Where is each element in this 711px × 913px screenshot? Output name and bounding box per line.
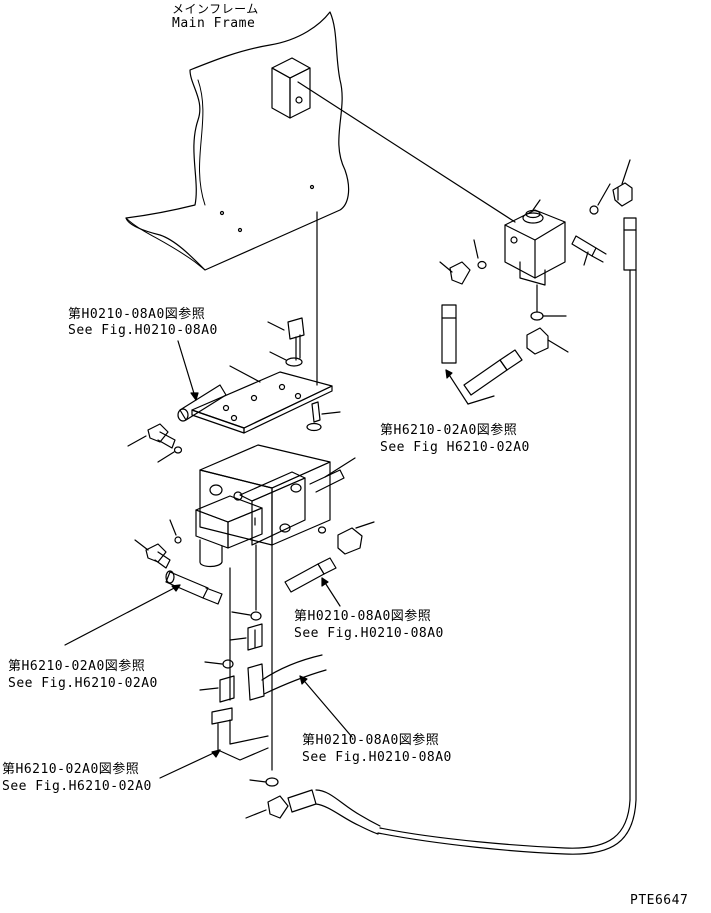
mounting-bracket	[192, 372, 332, 433]
hose-diagonal-center	[464, 350, 522, 395]
label-ref2-en: See Fig H6210-02A0	[380, 440, 530, 455]
o-ring-lower-2	[223, 660, 233, 668]
label-ref5-en: See Fig.H0210-08A0	[302, 750, 452, 765]
o-ring-block-right	[319, 527, 326, 533]
label-ref5-jp: 第H0210-08A0図参照	[302, 733, 440, 748]
elbow-fitting-top-right	[613, 160, 632, 206]
elbow-fitting-bottom	[268, 796, 288, 818]
washer-top	[286, 358, 302, 366]
tee-fitting	[212, 708, 268, 760]
bolt-valve-right	[572, 236, 606, 262]
elbow-fitting-lower-left	[146, 544, 170, 568]
pipe-right-of-block	[310, 458, 355, 492]
elbow-fitting-left	[440, 262, 470, 284]
label-ref3-en: See Fig.H0210-08A0	[294, 626, 444, 641]
label-ref4-en: See Fig.H6210-02A0	[8, 676, 158, 691]
o-ring-valve-top	[590, 206, 598, 214]
hose-lower-left	[166, 571, 222, 604]
hose-stub-upper-left	[178, 385, 226, 421]
fitting-valve-bottom	[527, 328, 568, 354]
o-ring-mid-left	[175, 447, 182, 453]
o-ring-block-left	[175, 537, 181, 543]
hose-center-right	[442, 305, 456, 363]
o-ring-lower-3	[266, 778, 278, 786]
label-ref2-jp: 第H6210-02A0図参照	[380, 423, 518, 438]
pressure-valve	[505, 200, 565, 285]
elbow-fitting-block-right	[338, 528, 362, 554]
straight-fitting-lower-1	[248, 624, 262, 650]
label-ref1-jp: 第H0210-08A0図参照	[68, 307, 206, 322]
leader-block-to-valve	[298, 82, 515, 222]
o-ring-valve-bottom	[531, 312, 543, 320]
main-frame-plate	[126, 12, 349, 270]
elbow-fitting-mid-left	[148, 424, 175, 448]
bolt-top	[288, 318, 304, 360]
hose-right-vertical	[378, 218, 636, 854]
label-ref6-en: See Fig.H6210-02A0	[2, 779, 152, 794]
mounting-block	[272, 58, 310, 118]
label-ref4-jp: 第H6210-02A0図参照	[8, 659, 146, 674]
bolt-bracket-right	[307, 402, 321, 431]
label-main-frame-en: Main Frame	[172, 16, 256, 31]
hose-fitting-center	[248, 655, 326, 700]
label-ref6-jp: 第H6210-02A0図参照	[2, 762, 140, 777]
label-main-frame-jp: メインフレーム	[172, 2, 259, 16]
straight-fitting-lower-2	[220, 676, 234, 702]
solenoid	[200, 540, 222, 567]
figure-code: PTE6647	[630, 893, 689, 908]
hose-middle-right	[285, 558, 336, 592]
hose-bottom	[288, 790, 380, 834]
o-ring-lower-1	[251, 612, 261, 620]
label-ref1-en: See Fig.H0210-08A0	[68, 323, 218, 338]
label-ref3-jp: 第H0210-08A0図参照	[294, 609, 432, 624]
o-ring-valve-left	[478, 262, 486, 269]
valve-block-front	[196, 472, 305, 548]
